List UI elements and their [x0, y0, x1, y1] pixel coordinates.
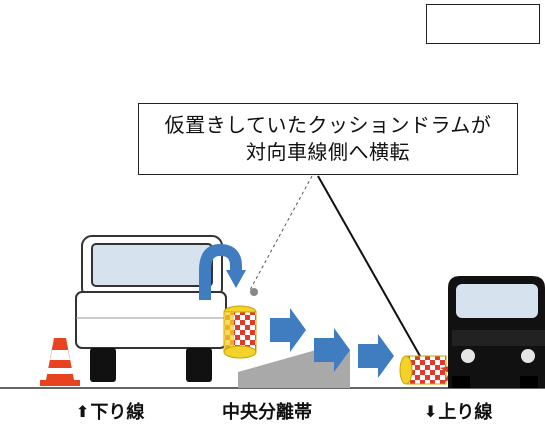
up-line-text: 上り線 [438, 402, 493, 423]
label-down-line: ⬆ 下り線 [76, 398, 144, 424]
median-text: 中央分離帯 [222, 402, 312, 423]
label-median: 中央分離帯 [222, 398, 312, 424]
cushion-drum-fallen-icon [399, 355, 447, 385]
top-right-box [426, 4, 540, 44]
blue-arrow-2 [314, 328, 350, 372]
blue-arrow-3 [358, 334, 394, 378]
up-arrow-icon: ⬆ [76, 401, 90, 421]
white-truck-icon [75, 235, 227, 382]
leader-line-dashed [249, 175, 313, 291]
down-arrow-icon: ⬇ [424, 401, 438, 421]
u-turn-arrow-icon [199, 243, 246, 300]
down-line-text: 下り線 [90, 402, 145, 423]
black-vehicle-icon [448, 276, 545, 388]
cushion-drum-standing-icon [223, 305, 257, 359]
callout-line-1: 仮置きしていたクッションドラムが [164, 113, 492, 137]
traffic-cone-icon [40, 338, 80, 386]
label-up-line: ⬇ 上り線 [424, 398, 492, 424]
callout-line-2: 対向車線側へ横転 [246, 140, 410, 164]
leader-dot [250, 288, 258, 296]
leader-line-solid [317, 175, 421, 357]
callout-box: 仮置きしていたクッションドラムが 対向車線側へ横転 [138, 103, 518, 175]
blue-arrow-1 [270, 308, 306, 352]
